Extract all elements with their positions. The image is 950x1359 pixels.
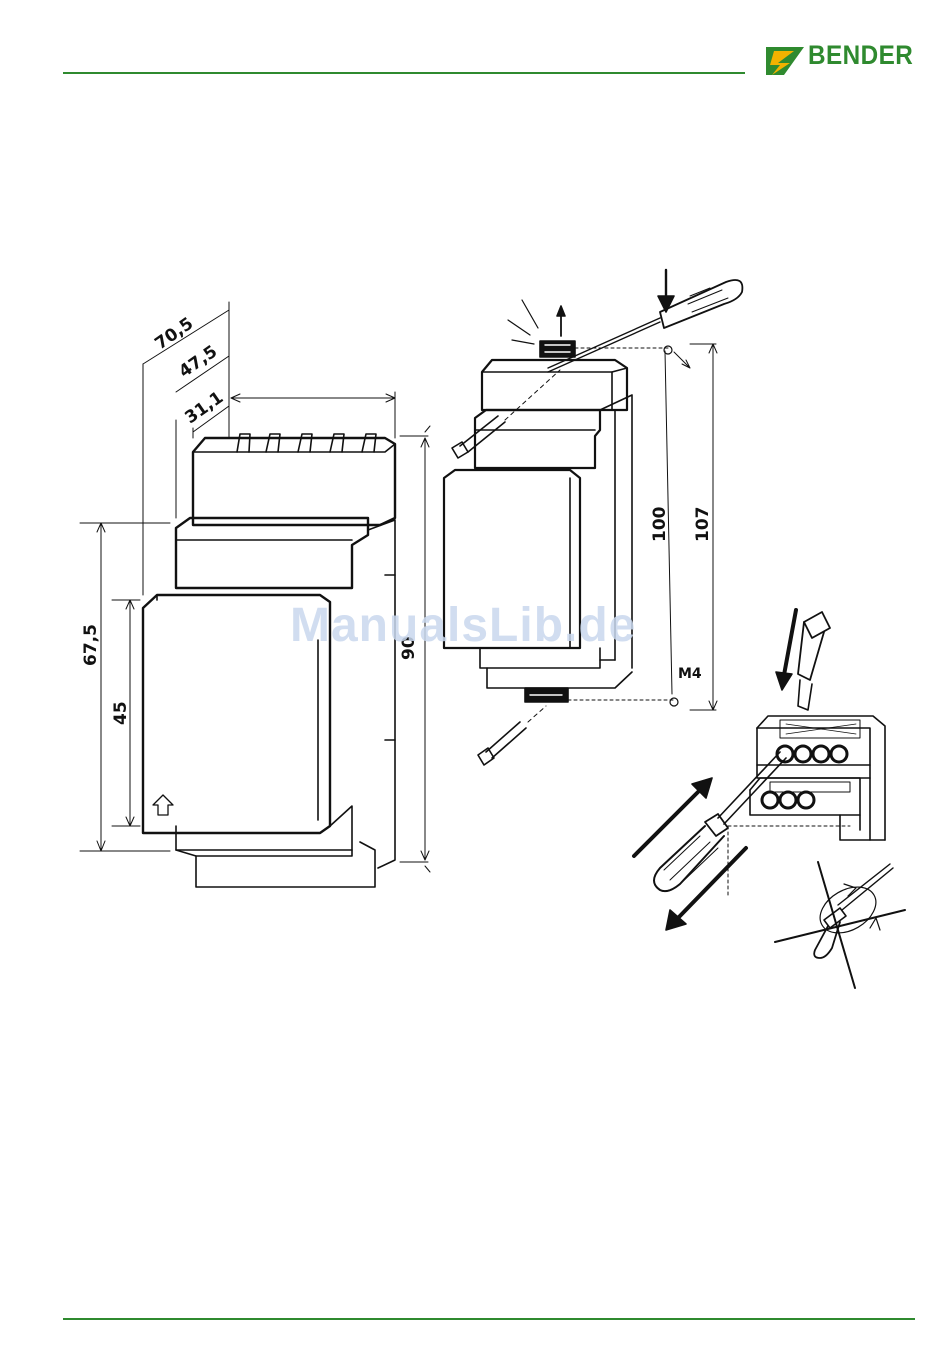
screw-size-label: M4 <box>678 666 702 682</box>
terminal-wiring-detail <box>634 610 905 988</box>
device-dimension-view: 70,5 47,5 31,1 67,5 45 90 <box>80 302 430 887</box>
dim-mount-spacing: 100 <box>650 506 670 542</box>
device-mounting-view: 100 107 M4 <box>444 270 742 765</box>
dim-height-shoulder: 67,5 <box>81 624 101 666</box>
dim-depth-front: 31,1 <box>181 388 227 428</box>
dim-mount-spacing-total: 107 <box>693 507 713 543</box>
dim-height-front: 45 <box>111 701 131 725</box>
dim-depth-mid: 47,5 <box>175 342 221 382</box>
dim-depth-total: 70,5 <box>151 314 197 354</box>
watermark: ManualsLib.de <box>290 598 636 653</box>
